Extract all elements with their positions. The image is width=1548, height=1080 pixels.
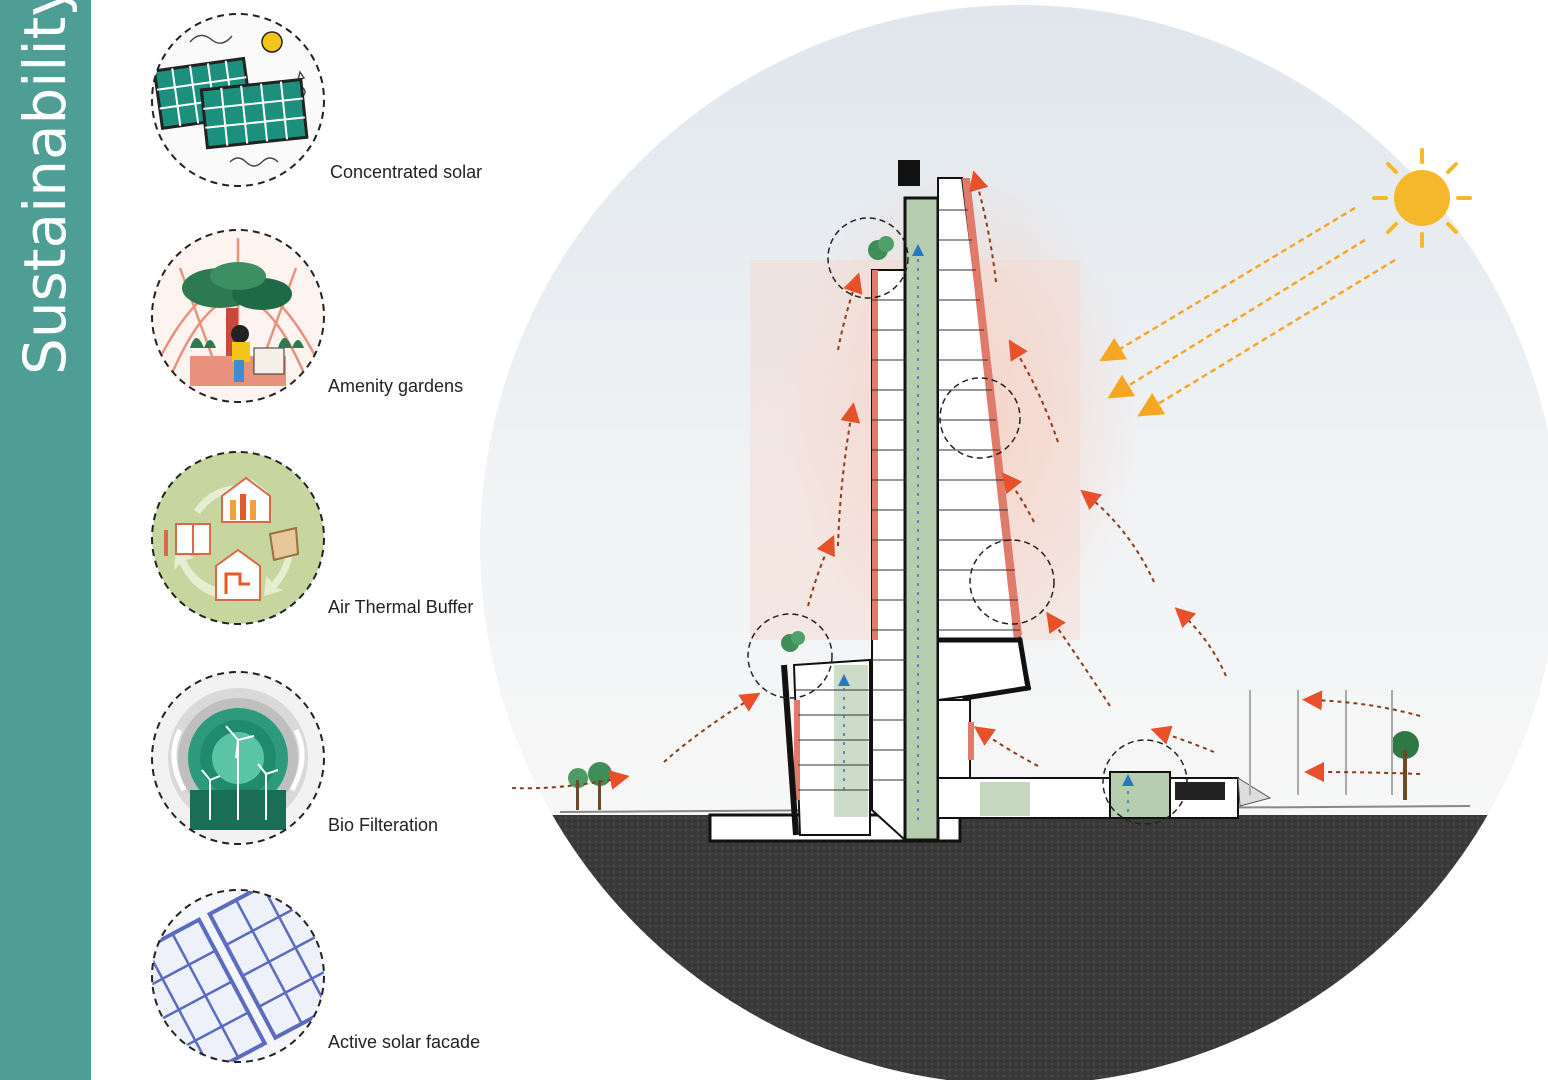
- green-core: [903, 196, 940, 842]
- solar-panels-icon: [151, 13, 325, 187]
- garden-tree-icon: [151, 229, 325, 403]
- feature-label-air-thermal-buffer: Air Thermal Buffer: [328, 597, 474, 617]
- feature-label-concentrated-solar: Concentrated solar: [330, 162, 483, 182]
- feature-label-bio-filteration: Bio Filteration: [328, 815, 439, 835]
- sidebar: Sustainability: [0, 0, 91, 1080]
- sidebar-title: Sustainability: [11, 0, 79, 375]
- bio-filter-turbine-icon: [151, 671, 325, 845]
- feature-label-active-solar-facade: Active solar facade: [328, 1032, 481, 1052]
- feature-label-amenity-gardens: Amenity gardens: [328, 376, 464, 396]
- thermal-cycle-icon: [151, 451, 325, 625]
- ground: [480, 815, 1548, 1080]
- solar-facade-icon: [151, 889, 325, 1063]
- tower: [781, 160, 1272, 843]
- building-section-diagram: [480, 5, 1548, 1080]
- tree-icon: [568, 236, 1419, 810]
- sun-icon: [1372, 148, 1472, 248]
